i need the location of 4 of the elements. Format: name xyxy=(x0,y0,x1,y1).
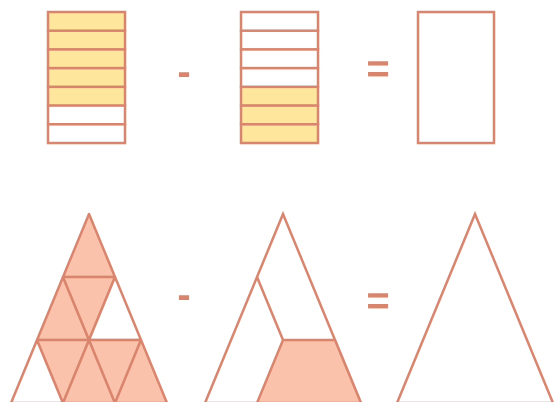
operator-sign: - xyxy=(177,52,191,92)
operator-sign: - xyxy=(177,275,191,315)
operator-sign: = xyxy=(366,281,390,321)
operator-sign: = xyxy=(366,49,390,89)
